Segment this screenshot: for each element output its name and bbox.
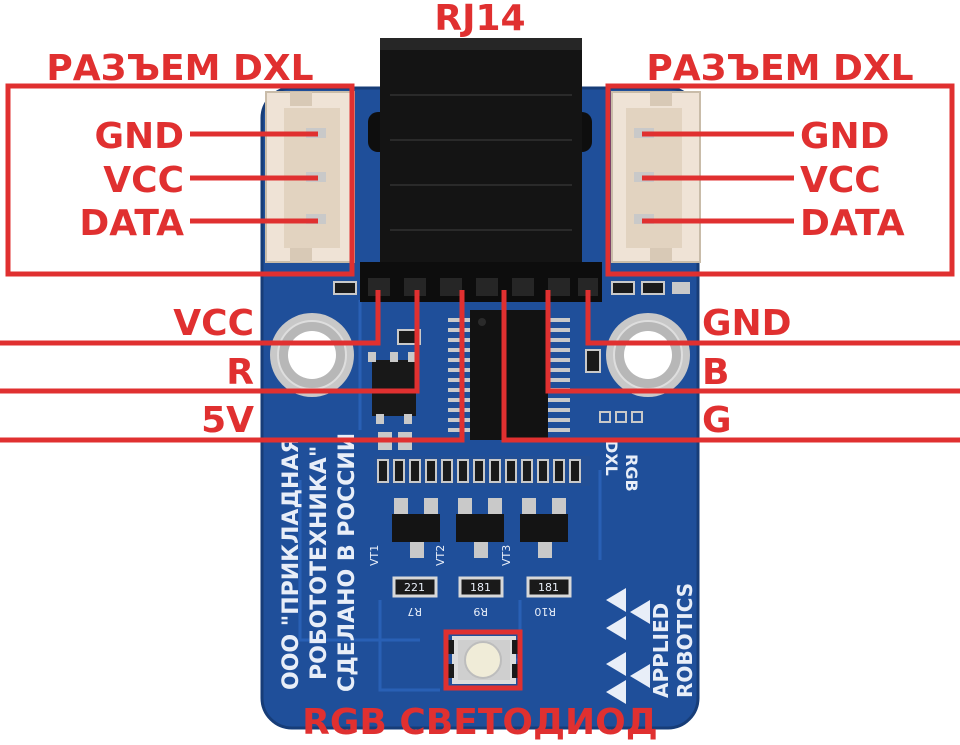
label-left-data: DATA [79, 203, 184, 244]
label-rgb-led: RGB СВЕТОДИОД [302, 702, 658, 741]
transistor-vt3 [520, 498, 568, 558]
silkscreen-small: 221 181 181 R7 R9 R10 VT1 VT2 VT3 [368, 545, 559, 618]
resistor-r9 [458, 576, 504, 598]
transistor-vt2 [456, 498, 504, 558]
mounting-hole-left [270, 313, 354, 397]
smd-components [333, 281, 690, 450]
label-lower-b: B [702, 352, 729, 393]
label-lower-5v: 5V [201, 400, 254, 441]
label-left-gnd: GND [94, 116, 184, 157]
silkscreen-module: RGB DXL [602, 440, 641, 492]
company-line-1: ООО "ПРИКЛАДНАЯ [279, 437, 304, 690]
resistor-r7 [392, 576, 438, 598]
annotations [0, 83, 960, 691]
rgb-led [446, 636, 520, 684]
main-ic [448, 310, 570, 440]
rj14-connector [360, 38, 602, 302]
label-lower-gnd: GND [702, 303, 792, 344]
silkscreen-company: ООО "ПРИКЛАДНАЯ РОБОТОТЕХНИКА" СДЕЛАНО В… [279, 433, 360, 692]
transistor-id-vt2: VT2 [434, 545, 447, 566]
brand-line-applied: APPLIED [649, 603, 673, 698]
label-right-data: DATA [800, 203, 905, 244]
resistor-r10 [526, 576, 572, 598]
label-dxl-right-title: РАЗЪЕМ DXL [646, 48, 913, 89]
resistor-row [374, 456, 590, 486]
transistor-id-vt1: VT1 [368, 545, 381, 566]
label-left-vcc: VCC [103, 160, 184, 201]
label-lower-g: G [702, 400, 732, 441]
label-right-vcc: VCC [800, 160, 881, 201]
label-dxl-left-title: РАЗЪЕМ DXL [46, 48, 313, 89]
label-lower-r: R [226, 352, 254, 393]
resistor-code-r9: 181 [470, 581, 491, 594]
pads-right [585, 349, 643, 423]
rj14-pin-notches [368, 278, 598, 296]
transistor-id-vt3: VT3 [500, 545, 513, 566]
brand-line-robotics: ROBOTICS [673, 583, 697, 698]
transistor-vt1 [392, 498, 440, 558]
dxl-left-box [5, 83, 355, 277]
annotation-labels: RJ14 РАЗЪЕМ DXL РАЗЪЕМ DXL GND VCC DATA … [46, 0, 913, 743]
resistor-id-r10: R10 [534, 605, 556, 618]
led-box [443, 629, 523, 691]
company-line-3: СДЕЛАНО В РОССИИ [335, 433, 360, 692]
dxl-right-box [605, 83, 955, 277]
label-lower-vcc: VCC [173, 303, 254, 344]
resistor-code-r7: 221 [404, 581, 425, 594]
company-line-2: РОБОТОТЕХНИКА" [307, 446, 332, 680]
label-rj14: RJ14 [434, 0, 525, 39]
resistor-code-r10: 181 [538, 581, 559, 594]
resistor-id-r7: R7 [407, 605, 422, 618]
label-right-gnd: GND [800, 116, 890, 157]
resistor-id-r9: R9 [473, 605, 488, 618]
brand-logo: APPLIED ROBOTICS [606, 583, 697, 704]
module-line-dxl: DXL [602, 440, 621, 476]
mounting-hole-right [606, 313, 690, 397]
module-line-rgb: RGB [622, 454, 641, 492]
